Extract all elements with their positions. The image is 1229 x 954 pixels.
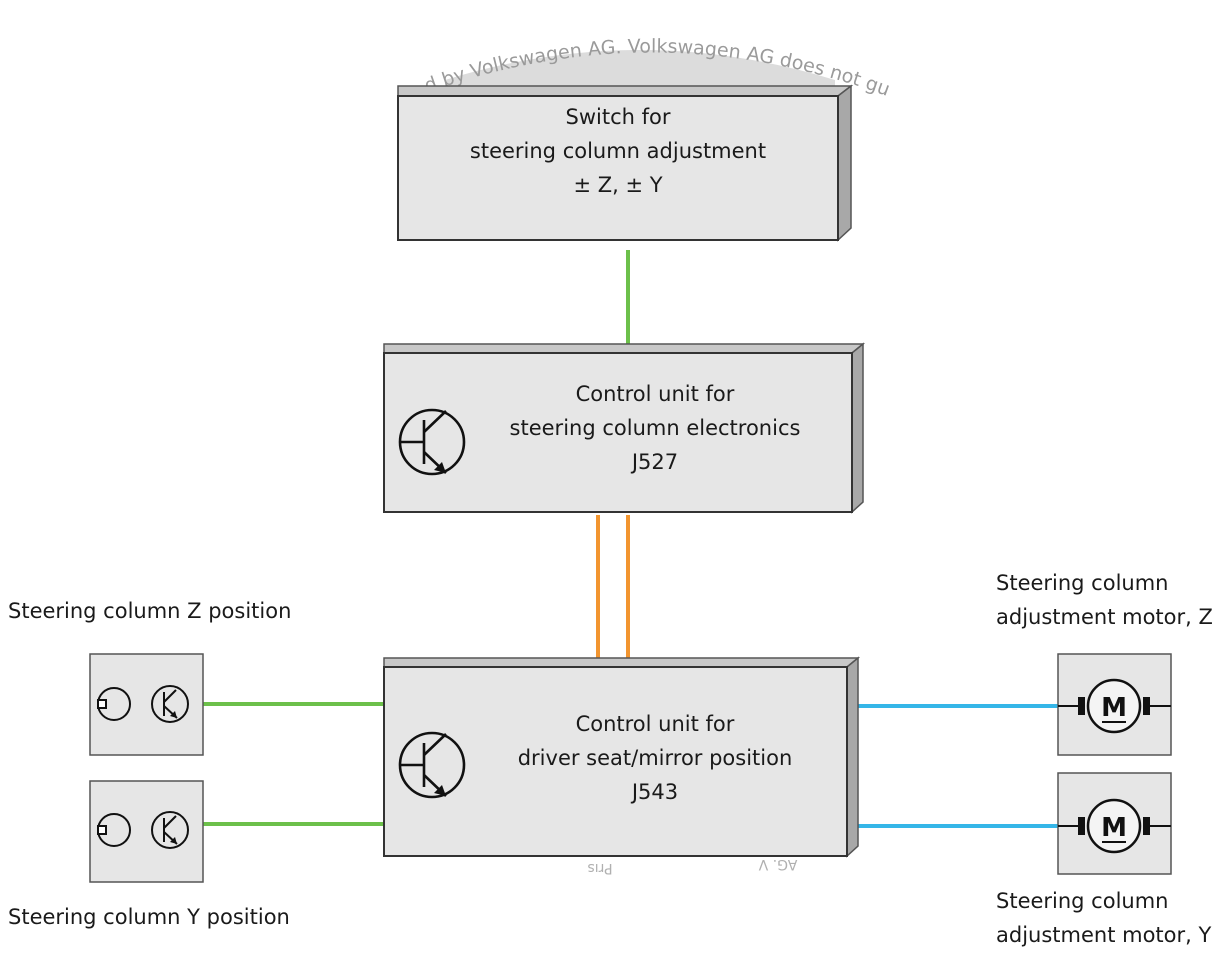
motor-symbol: M	[1101, 693, 1127, 723]
motor-y-label-line-2: adjustment motor, Y	[996, 923, 1212, 947]
motor-icon: M	[1058, 798, 1171, 854]
j543-box	[383, 656, 861, 858]
j543-label-line-3: J543	[631, 780, 679, 804]
motor-y-label-line-1: Steering column	[996, 889, 1169, 913]
motor-y-box: M	[1057, 772, 1172, 875]
motor-z-box: M	[1057, 653, 1172, 756]
j527-label-line-3: J527	[631, 450, 679, 474]
position-sensor-icon	[97, 685, 189, 723]
motor-icon: M	[1058, 678, 1171, 734]
motor-symbol: M	[1101, 813, 1127, 843]
watermark-fragment-right: AG. V	[758, 856, 797, 872]
j543-box-label: Control unit for driver seat/mirror posi…	[470, 707, 840, 809]
motor-z-label: Steering column adjustment motor, Z	[996, 566, 1213, 634]
sensor-z-box	[89, 653, 204, 756]
j543-label-line-2: driver seat/mirror position	[517, 746, 793, 770]
switch-box-label: Switch for steering column adjustment ± …	[398, 100, 838, 202]
motor-y-label: Steering column adjustment motor, Y	[996, 884, 1211, 952]
motor-z-label-line-2: adjustment motor, Z	[996, 605, 1213, 629]
motor-z-label-line-1: Steering column	[996, 571, 1169, 595]
transistor-icon	[398, 731, 466, 799]
sensor-y-label: Steering column Y position	[8, 905, 290, 929]
wires	[203, 250, 1058, 828]
j543-label-line-1: Control unit for	[575, 712, 735, 736]
switch-box	[397, 84, 854, 242]
transistor-icon	[398, 408, 466, 476]
switch-label-line-1: Switch for	[565, 105, 671, 129]
switch-label-line-3: ± Z, ± Y	[573, 173, 663, 197]
switch-label-line-2: steering column adjustment	[469, 139, 767, 163]
j527-label-line-1: Control unit for	[575, 382, 735, 406]
position-sensor-icon	[97, 811, 189, 849]
j527-box-label: Control unit for steering column electro…	[470, 377, 840, 479]
watermark-shape	[445, 50, 835, 95]
sensor-z-label: Steering column Z position	[8, 599, 292, 623]
j527-box	[383, 342, 866, 514]
j527-label-line-2: steering column electronics	[509, 416, 801, 440]
watermark-fragment-left: Prıs	[587, 860, 612, 876]
sensor-y-box	[89, 780, 204, 883]
